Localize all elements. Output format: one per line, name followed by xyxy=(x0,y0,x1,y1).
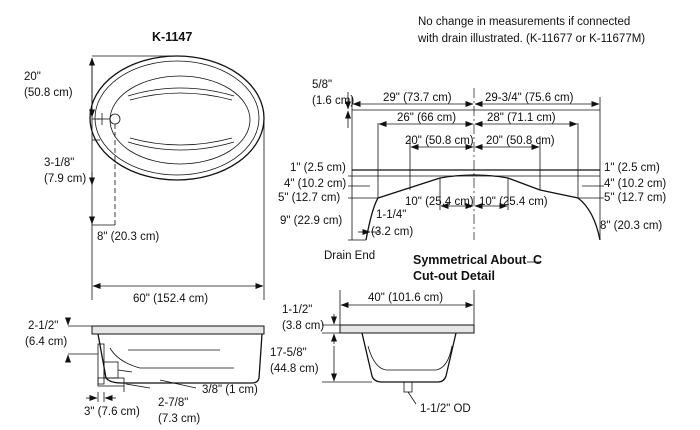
side-view: 2-1/2" (6.4 cm) 3" (7.6 cm) 2-7/8" (7.3 … xyxy=(25,317,265,425)
drain-end-label: Drain End xyxy=(324,250,375,262)
right-5-label: 5" (12.7 cm) xyxy=(604,192,666,204)
left-9-label: 9" (22.9 cm) xyxy=(280,215,342,227)
outlet-label: 1-1/2" OD xyxy=(420,403,471,415)
tub-basin-outline xyxy=(109,75,251,165)
side-rim xyxy=(91,325,265,335)
end-rim-cm-label: (3.8 cm) xyxy=(282,320,324,332)
note-line-2: with drain illustrated. (K-11677 or K-11… xyxy=(417,33,645,45)
width-cm-label: (50.8 cm) xyxy=(24,87,73,99)
left-1-label: 1" (2.5 cm) xyxy=(290,162,346,174)
side-drain-width-inches-label: 2-7/8" xyxy=(158,397,188,409)
mid-left-label: 20" (50.8 cm) xyxy=(405,135,474,147)
note-line-1: No change in measurements if connected xyxy=(418,16,630,28)
tub-rim-inner xyxy=(94,60,260,176)
armrest-curve-top xyxy=(127,87,235,97)
caption-symmetrical: Symmetrical About C xyxy=(413,253,542,267)
end-outlet xyxy=(403,381,413,393)
left-5-label: 5" (12.7 cm) xyxy=(278,192,340,204)
inner-left-label: 26" (66 cm) xyxy=(397,112,456,124)
end-height-inches-label: 17-5/8" xyxy=(270,347,307,359)
left-4-label: 4" (10.2 cm) xyxy=(284,178,346,190)
side-rim-cm-label: (6.4 cm) xyxy=(25,336,67,348)
drain-depth-label: 8" (20.3 cm) xyxy=(97,231,159,243)
mid-right-label: 20" (50.8 cm) xyxy=(486,135,555,147)
overflow-drain-circle xyxy=(109,113,121,125)
center-left-label: 10" (25.4 cm) xyxy=(405,196,474,208)
top-offset-cm-label: (1.6 cm) xyxy=(312,95,354,107)
side-drain-label: 3" (7.6 cm) xyxy=(84,406,140,418)
caption-cutout-detail: Cut-out Detail xyxy=(413,269,495,283)
cutout-detail: 5/8" (1.6 cm) 29" (73.7 cm) 29-3/4" (75.… xyxy=(278,79,666,283)
length-label: 60" (152.4 cm) xyxy=(133,293,208,305)
armrest-curve-bottom xyxy=(127,141,235,151)
right-4-label: 4" (10.2 cm) xyxy=(604,178,666,190)
right-half-label: 29-3/4" (75.6 cm) xyxy=(485,92,574,104)
side-small-label: 3/8" (1 cm) xyxy=(202,384,258,396)
right-8-label: 8" (20.3 cm) xyxy=(600,220,662,232)
plan-view: 20" (50.8 cm) 3-1/8" (7.9 cm) 8" (20.3 c… xyxy=(24,55,265,305)
model-number: K-1147 xyxy=(152,30,192,44)
width-inches-label: 20" xyxy=(24,71,41,83)
side-tub-body xyxy=(97,333,263,384)
drain-inches-label: 1-1/4" xyxy=(376,209,406,221)
cutout-profile xyxy=(365,174,601,241)
drain-offset-inches-label: 3-1/8" xyxy=(44,157,74,169)
side-drain-width-cm-label: (7.3 cm) xyxy=(158,413,200,425)
tub-rim-outline xyxy=(89,55,265,181)
end-width-label: 40" (101.6 cm) xyxy=(368,292,443,304)
inner-right-label: 28" (71.1 cm) xyxy=(487,112,556,124)
top-offset-inches-label: 5/8" xyxy=(312,79,332,91)
center-right-label: 10" (25.4 cm) xyxy=(479,196,548,208)
end-tub-body xyxy=(361,332,457,383)
end-height-cm-label: (44.8 cm) xyxy=(270,363,319,375)
end-rim-inches-label: 1-1/2" xyxy=(282,304,312,316)
side-rim-inches-label: 2-1/2" xyxy=(28,320,58,332)
drain-cm-label: (3.2 cm) xyxy=(371,226,413,238)
left-half-label: 29" (73.7 cm) xyxy=(383,92,452,104)
right-1-label: 1" (2.5 cm) xyxy=(604,162,660,174)
end-view: 40" (101.6 cm) 1-1/2" (3.8 cm) 17-5/8" (… xyxy=(270,290,475,415)
end-rim xyxy=(339,324,475,334)
drain-offset-cm-label: (7.9 cm) xyxy=(44,173,86,185)
